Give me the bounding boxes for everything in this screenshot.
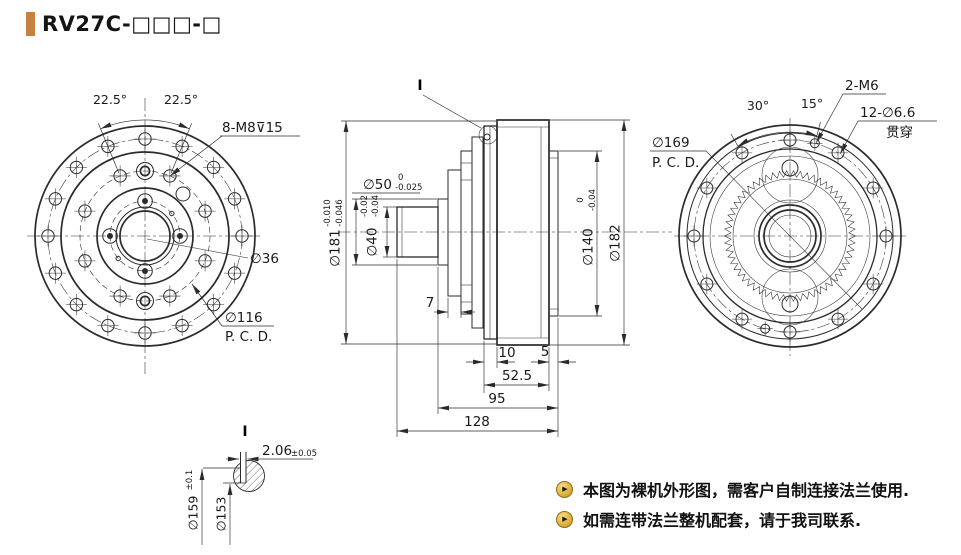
drawing-title: RV27C-□□□-□ — [26, 12, 222, 36]
dim-d140: ∅140 — [581, 228, 597, 266]
dim-d182: ∅182 — [608, 224, 624, 262]
note-line-1: 本图为裸机外形图，需客户自制连接法兰使用. — [583, 481, 910, 500]
dim-d40: ∅40 — [365, 228, 381, 257]
dim-d40-tol-lower: -0.04 — [371, 195, 381, 217]
dim-128: 128 — [464, 414, 490, 430]
dim-d50-tol-upper: 0 — [398, 173, 403, 183]
rear-angle-15-label: 15° — [801, 96, 823, 111]
rear-m6-label: 2-M6 — [845, 78, 879, 94]
dim-d40-tol-upper: -0.02 — [360, 195, 370, 217]
detail-d159-tolerance: ±0.1 — [185, 470, 195, 491]
rear-pcd-label: ∅169 — [652, 135, 690, 151]
dim-plate-width: 10 — [498, 345, 515, 361]
rear-holes-label: 12-∅6.6 — [860, 105, 915, 121]
note-bullet-icon: ▶ — [556, 480, 573, 498]
dim-d181-tol-upper: -0.010 — [323, 199, 333, 226]
play-arrow-icon: ▶ — [562, 514, 568, 523]
front-bore-label: ∅36 — [250, 251, 279, 267]
dim-d50: ∅50 — [363, 177, 392, 193]
dim-lip-width: 5 — [541, 344, 550, 360]
detail-d153-label: ∅153 — [213, 497, 228, 532]
notes: ▶ 本图为裸机外形图，需客户自制连接法兰使用. ▶ 如需连带法兰整机配套，请于我… — [556, 478, 909, 538]
section-detail-ref: I — [417, 78, 422, 94]
front-pcd-label: ∅116 — [225, 310, 263, 326]
rear-angle-30-label: 30° — [747, 98, 769, 113]
rear-through-label: 贯穿 — [886, 125, 913, 141]
note-row-2: ▶ 如需连带法兰整机配套，请于我司联系. — [556, 508, 909, 530]
detail-groove-tolerance: ±0.05 — [291, 449, 317, 459]
rear-gear-teeth — [723, 169, 857, 303]
rear-view: 30° 15° 2-M6 12-∅6.6 贯穿 ∅169 P. C. D. — [650, 78, 937, 356]
play-arrow-icon: ▶ — [562, 484, 568, 493]
dim-95: 95 — [488, 391, 505, 407]
dim-d140-tol-lower: -0.04 — [588, 189, 598, 211]
dim-d181-tol-lower: -0.046 — [335, 199, 345, 226]
model-number: RV27C-□□□-□ — [42, 12, 222, 36]
dim-gear-width: 7 — [426, 295, 435, 311]
detail-groove-label: 2.06 — [262, 443, 292, 459]
note-line-2: 如需连带法兰整机配套，请于我司联系. — [583, 511, 862, 530]
title-accent-bar — [26, 12, 35, 36]
detail-view: I 2.06 ±0.05 ∅159 ±0.1 ∅153 — [185, 424, 317, 545]
rear-pcd-suffix: P. C. D. — [652, 155, 699, 171]
note-bullet-icon: ▶ — [556, 510, 573, 528]
note-row-1: ▶ 本图为裸机外形图，需客户自制连接法兰使用. — [556, 478, 909, 500]
detail-d159-label: ∅159 — [185, 496, 200, 531]
dim-d181: ∅181 — [328, 229, 344, 267]
detail-ref-label: I — [242, 424, 247, 440]
dim-d140-tol-upper: 0 — [576, 197, 586, 202]
section-view: I ∅181 -0.010 -0.046 ∅50 0 -0.025 ∅40 -0… — [323, 78, 672, 437]
dim-d50-tol-lower: -0.025 — [395, 183, 422, 193]
front-pcd-suffix: P. C. D. — [225, 329, 272, 345]
front-angle-right-label: 22.5° — [164, 92, 198, 107]
front-angle-left-label: 22.5° — [93, 92, 127, 107]
front-tapped-holes-label: 8-M8⊽15 — [222, 120, 283, 136]
dim-52-5: 52.5 — [502, 368, 532, 384]
front-view: 22.5° 22.5° 8-M8⊽15 ∅36 ∅116 P. C. D. — [27, 92, 300, 374]
front-bolt-holes — [37, 128, 253, 344]
